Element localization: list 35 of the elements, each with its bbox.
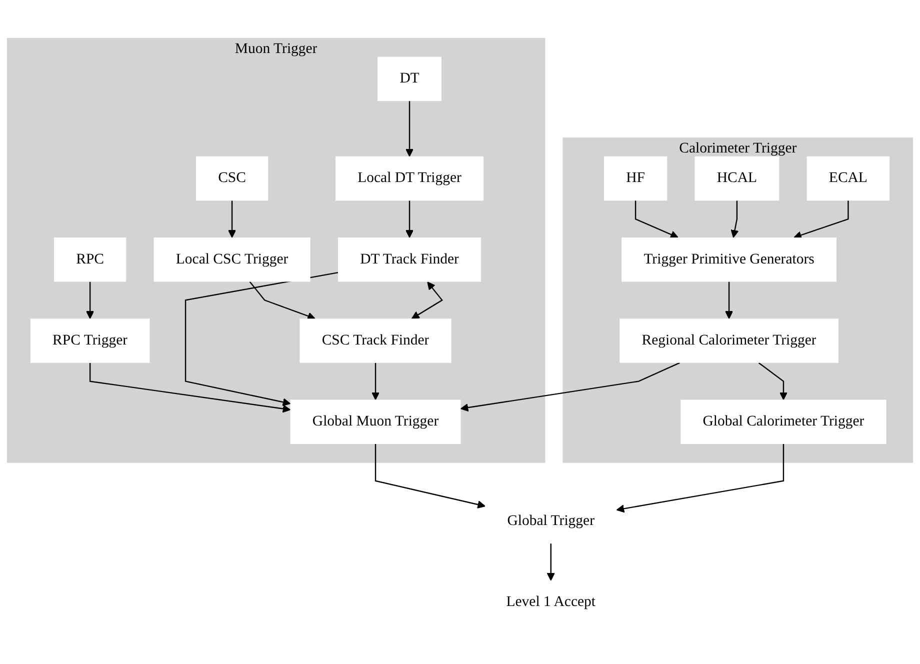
arrow — [546, 544, 555, 582]
node-box: Global Calorimeter Trigger — [680, 400, 886, 444]
node-box: HCAL — [694, 156, 780, 202]
arrow — [374, 444, 486, 509]
node-text: Global Trigger — [507, 514, 595, 530]
arrow — [89, 363, 291, 414]
node-box: Global Muon Trigger — [290, 400, 461, 444]
arrow — [371, 363, 380, 401]
arrow — [616, 444, 784, 514]
node-box: Local DT Trigger — [336, 156, 484, 202]
arrow — [724, 282, 734, 320]
node-box: CSC — [196, 156, 268, 202]
node-box: Local CSC Trigger — [154, 238, 310, 282]
node-box: ECAL — [806, 156, 890, 202]
node-box: HF — [604, 156, 668, 202]
arrow — [411, 282, 443, 320]
node-box: DT — [378, 57, 442, 102]
arrow — [405, 201, 414, 238]
arrow — [794, 201, 849, 240]
arrow — [460, 362, 680, 412]
arrow — [730, 201, 739, 238]
arrow — [86, 282, 94, 320]
node-box: RPC — [54, 238, 126, 282]
arrow — [228, 201, 236, 238]
arrow — [184, 272, 338, 407]
node-box: Regional Calorimeter Trigger — [620, 319, 838, 364]
node-box: Trigger Primitive Generators — [622, 238, 836, 282]
node-box: CSC Track Finder — [300, 319, 452, 364]
arrow — [249, 282, 316, 320]
arrow — [758, 362, 788, 401]
arrow — [405, 102, 414, 158]
node-text: Level 1 Accept — [506, 594, 596, 610]
node-box: DT Track Finder — [338, 238, 482, 282]
node-box: RPC Trigger — [30, 319, 150, 364]
arrow — [634, 201, 678, 239]
